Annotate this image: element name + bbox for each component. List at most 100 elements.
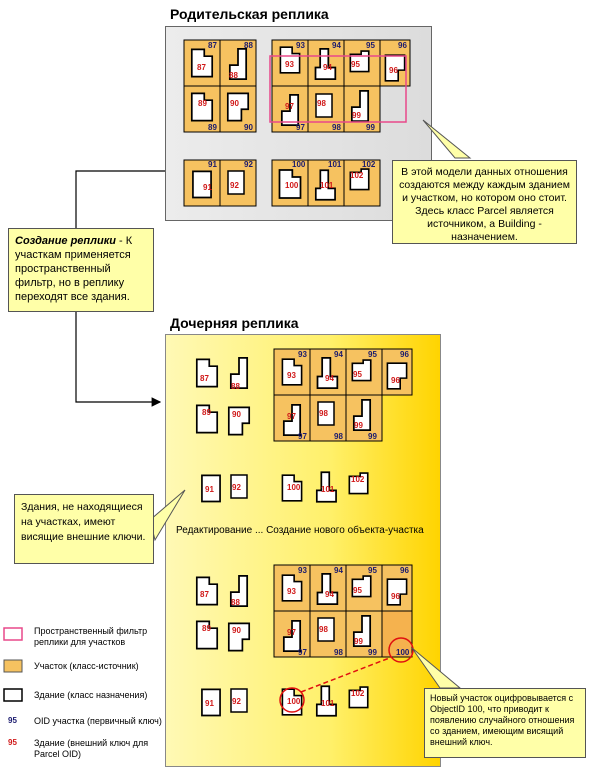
- svg-text:93: 93: [287, 587, 296, 596]
- svg-text:93: 93: [298, 350, 307, 359]
- svg-text:89: 89: [208, 123, 217, 132]
- svg-text:98: 98: [319, 625, 328, 634]
- child-buildings-middle: [201, 471, 369, 503]
- svg-text:101: 101: [320, 181, 334, 190]
- child-building-labels-middle: 91 92 100 101 102: [205, 475, 365, 494]
- legend-building-label: Здание (класс назначения): [34, 690, 148, 700]
- svg-text:88: 88: [244, 41, 253, 50]
- svg-text:96: 96: [398, 41, 407, 50]
- svg-text:102: 102: [351, 689, 365, 698]
- new-parcel-note: Новый участок оцифровывается с ObjectID …: [424, 688, 586, 758]
- svg-text:95: 95: [368, 350, 377, 359]
- child-replica-title: Дочерняя реплика: [170, 315, 299, 331]
- svg-text:97: 97: [298, 648, 307, 657]
- svg-text:94: 94: [332, 41, 341, 50]
- svg-text:91: 91: [205, 485, 214, 494]
- child-parcel-labels-bottom: 93 94 95 96 97 98 99 100: [298, 566, 410, 657]
- child-parcel-labels-top: 93 94 95 96 97 98 99: [298, 350, 409, 441]
- legend-filter-label: Пространственный фильтр реплики для учас…: [34, 626, 148, 647]
- svg-text:90: 90: [232, 410, 241, 419]
- svg-text:96: 96: [391, 376, 400, 385]
- svg-text:95: 95: [366, 41, 375, 50]
- svg-text:89: 89: [198, 99, 207, 108]
- svg-text:90: 90: [232, 626, 241, 635]
- parent-parcel-labels: 87 88 89 90 91 92 93 94 95 96 97 98 99 1…: [208, 41, 407, 169]
- svg-text:96: 96: [389, 66, 398, 75]
- svg-text:100: 100: [287, 697, 301, 706]
- legend-building-swatch: [3, 688, 23, 702]
- svg-text:101: 101: [321, 485, 335, 494]
- svg-text:93: 93: [298, 566, 307, 575]
- svg-text:97: 97: [287, 628, 296, 637]
- svg-text:100: 100: [285, 181, 299, 190]
- svg-text:93: 93: [296, 41, 305, 50]
- orphan-building-highlight: [279, 687, 305, 713]
- svg-text:94: 94: [325, 374, 334, 383]
- legend-parcel-oid-num: 95: [8, 716, 17, 725]
- parent-building-labels: 87 88 89 90 91 92 93 94 95 96 97 98 99 1…: [197, 60, 398, 192]
- svg-text:89: 89: [202, 408, 211, 417]
- svg-text:91: 91: [205, 699, 214, 708]
- orphans-note-text: Здания, не находящиеся на участках, имею…: [21, 501, 146, 543]
- svg-text:101: 101: [321, 699, 335, 708]
- svg-text:95: 95: [353, 586, 362, 595]
- svg-text:93: 93: [287, 371, 296, 380]
- child-building-labels-top: 87 88 89 90 93 94 95 96 97 98 99: [200, 370, 400, 430]
- svg-text:97: 97: [298, 432, 307, 441]
- creation-note-title: Создание реплики: [15, 235, 116, 247]
- svg-text:87: 87: [208, 41, 217, 50]
- svg-text:87: 87: [200, 590, 209, 599]
- svg-text:101: 101: [328, 160, 342, 169]
- svg-text:102: 102: [350, 171, 364, 180]
- replica-filter-outline: [269, 55, 407, 123]
- orphans-note: Здания, не находящиеся на участках, имею…: [14, 494, 154, 564]
- svg-text:93: 93: [285, 60, 294, 69]
- creation-note-text: - К участкам применяется пространственны…: [15, 235, 133, 303]
- svg-text:97: 97: [285, 102, 294, 111]
- legend-building-fk-num: 95: [8, 738, 17, 747]
- relationship-note: В этой модели данных отношения создаются…: [392, 160, 577, 244]
- relationship-note-text: В этой модели данных отношения создаются…: [399, 166, 570, 243]
- svg-text:100: 100: [396, 648, 410, 657]
- svg-text:88: 88: [231, 382, 240, 391]
- svg-text:92: 92: [232, 697, 241, 706]
- svg-text:97: 97: [287, 412, 296, 421]
- legend-parcel-label: Участок (класс-источник): [34, 661, 139, 671]
- child-parcels-bottom: [273, 564, 413, 658]
- legend-building-fk-label: Здание (внешний ключ для Parcel OID): [34, 738, 149, 759]
- creation-note: Создание реплики - К участкам применяетс…: [8, 228, 154, 312]
- svg-text:100: 100: [287, 483, 301, 492]
- svg-text:99: 99: [366, 123, 375, 132]
- svg-text:99: 99: [352, 111, 361, 120]
- svg-text:99: 99: [354, 421, 363, 430]
- svg-text:99: 99: [368, 432, 377, 441]
- svg-text:98: 98: [332, 123, 341, 132]
- svg-text:88: 88: [229, 71, 238, 80]
- svg-text:91: 91: [208, 160, 217, 169]
- svg-text:87: 87: [197, 63, 206, 72]
- svg-text:92: 92: [232, 483, 241, 492]
- svg-text:95: 95: [368, 566, 377, 575]
- svg-text:97: 97: [296, 123, 305, 132]
- svg-text:90: 90: [244, 123, 253, 132]
- svg-text:94: 94: [334, 350, 343, 359]
- svg-text:94: 94: [325, 590, 334, 599]
- legend-filter-swatch: [3, 627, 23, 641]
- svg-text:87: 87: [200, 374, 209, 383]
- svg-text:95: 95: [353, 370, 362, 379]
- new-parcel-note-text: Новый участок оцифровывается с ObjectID …: [430, 693, 575, 747]
- svg-text:96: 96: [400, 350, 409, 359]
- svg-text:96: 96: [400, 566, 409, 575]
- svg-text:98: 98: [334, 432, 343, 441]
- svg-text:96: 96: [391, 592, 400, 601]
- svg-text:89: 89: [202, 624, 211, 633]
- svg-text:90: 90: [230, 99, 239, 108]
- svg-text:98: 98: [334, 648, 343, 657]
- svg-text:94: 94: [323, 63, 332, 72]
- svg-text:102: 102: [351, 475, 365, 484]
- editing-caption: Редактирование ... Создание нового объек…: [176, 525, 424, 536]
- svg-text:100: 100: [292, 160, 306, 169]
- svg-text:99: 99: [354, 637, 363, 646]
- svg-text:102: 102: [362, 160, 376, 169]
